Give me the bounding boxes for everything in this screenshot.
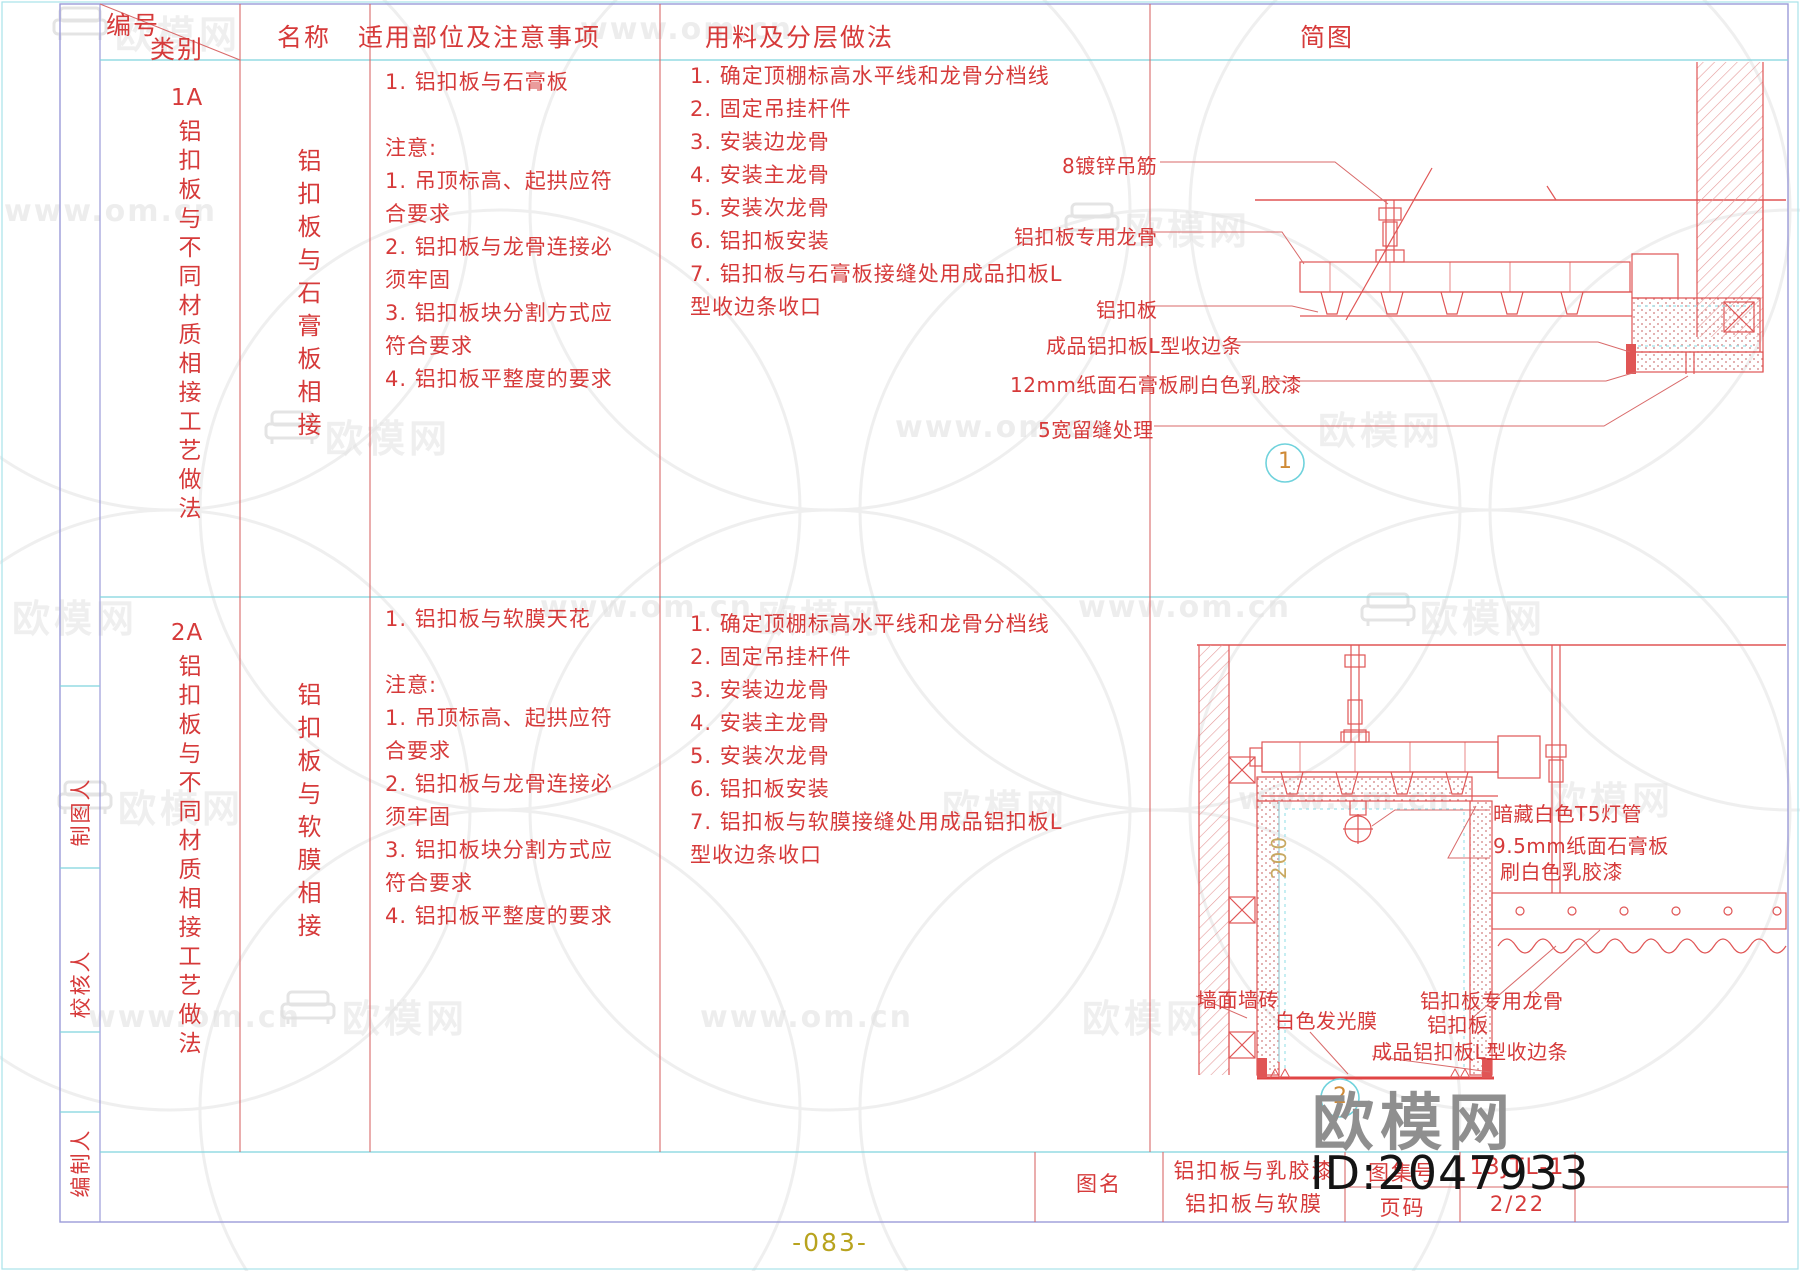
row1-name: 铝扣板与石膏板相接	[293, 148, 321, 445]
label-hanger-rod: 8镀锌吊筋	[1062, 154, 1158, 178]
footer-grid	[1034, 1152, 1788, 1222]
label-keel: 铝扣板专用龙骨	[1420, 989, 1564, 1013]
label-panel: 铝扣板	[1096, 298, 1158, 322]
table-grid-horizontal	[100, 59, 1788, 1153]
watermark-brand: 欧模网	[1548, 779, 1675, 823]
watermark-site: www.om.cn	[88, 1000, 302, 1035]
row2-notes: 1. 铝扣板与软膜天花 注意: 1. 吊顶标高、起拱应符 合要求 2. 铝扣板与…	[385, 607, 613, 928]
image-id-text: ID:2047933	[1310, 1146, 1590, 1200]
header-category: 类别	[150, 35, 205, 64]
header-name: 名称	[277, 23, 332, 52]
diagram-gypsum-leaders	[1145, 161, 1689, 427]
watermark-brand: 欧模网	[1318, 409, 1445, 453]
watermark-brand: 欧模网	[342, 997, 469, 1041]
margin-reviewer: 校核人	[69, 949, 93, 1019]
row2-method: 1. 确定顶棚标高水平线和龙骨分档线 2. 固定吊挂杆件 3. 安装边龙骨 4.…	[690, 612, 1063, 867]
diagram-gypsum-detail	[1255, 62, 1786, 374]
site-logo-text: 欧模网	[1312, 1086, 1517, 1159]
footer-page-number: 2/22	[1489, 1192, 1546, 1216]
row1-category: 铝扣板与不同材质相接工艺做法	[174, 119, 200, 525]
figure-2-circle	[1320, 1078, 1360, 1118]
label-gypsum-board: 12mm纸面石膏板刷白色乳胶漆	[1010, 373, 1302, 397]
label-seam: 5宽留缝处理	[1038, 418, 1154, 442]
row1-notes: 1. 铝扣板与石膏板 注意: 1. 吊顶标高、起拱应符 合要求 2. 铝扣板与龙…	[385, 70, 613, 391]
row1-category-cell: 1A 铝扣板与不同材质相接工艺做法	[152, 85, 222, 525]
footer-atlas-label: 图集号	[1368, 1161, 1437, 1185]
watermark-brand: 欧模网	[758, 597, 885, 641]
row2-code: 2A	[170, 620, 204, 646]
footer-title-line1: 铝扣板与乳胶漆	[1173, 1159, 1335, 1183]
label-gypsum-line2: 刷白色乳胶漆	[1500, 860, 1623, 884]
watermark-brand: 欧模网	[115, 4, 241, 59]
table-grid-vertical	[99, 3, 1151, 1152]
row2-name: 铝扣板与软膜相接	[293, 682, 321, 946]
header-notes: 适用部位及注意事项	[358, 23, 602, 52]
footer-page-label: 页码	[1379, 1196, 1426, 1220]
label-keel: 铝扣板专用龙骨	[1014, 225, 1158, 249]
diagram-softfilm-detail	[1197, 644, 1787, 1080]
figure-1-circle	[1265, 443, 1305, 483]
label-panel: 铝扣板	[1427, 1013, 1489, 1037]
margin-compiler: 编制人	[69, 1128, 93, 1198]
label-edge-trim: 成品铝扣板L型收边条	[1046, 334, 1243, 358]
watermark-site: www.om.cn	[540, 590, 754, 625]
watermark-brand: 欧模网	[325, 417, 452, 461]
watermark-brand: 欧模网	[118, 787, 245, 831]
label-luminous-film: 白色发光膜	[1275, 1009, 1378, 1033]
figure-2-number: 2	[1333, 1084, 1347, 1109]
diagram-softfilm-leaders	[1195, 805, 1601, 1075]
watermark-site: www.om.cn	[1078, 590, 1292, 625]
header-method: 用料及分层做法	[705, 23, 895, 52]
margin-drafter: 制图人	[69, 777, 93, 847]
watermark-brand: 欧模网	[1082, 997, 1209, 1041]
row1-code: 1A	[170, 85, 204, 111]
margin-cell-lines	[60, 685, 100, 1113]
label-gypsum-line1: 9.5mm纸面石膏板	[1493, 834, 1669, 858]
label-t5-lamp: 暗藏白色T5灯管	[1493, 802, 1642, 826]
footer-name-label: 图名	[1076, 1172, 1122, 1196]
figure-1-number: 1	[1278, 449, 1292, 474]
watermark-brand: 欧模网	[12, 597, 139, 641]
row1-method: 1. 确定顶棚标高水平线和龙骨分档线 2. 固定吊挂杆件 3. 安装边龙骨 4.…	[690, 64, 1063, 319]
footer-title-line2: 铝扣板与软膜	[1185, 1192, 1323, 1216]
row2-category: 铝扣板与不同材质相接工艺做法	[174, 654, 200, 1060]
watermark-brand: 欧模网	[1125, 209, 1252, 253]
label-wall-tile: 墙面墙砖	[1197, 988, 1279, 1012]
watermark-site: www.om.cn	[700, 1000, 914, 1035]
watermark-site: www.om.cn	[580, 12, 794, 47]
watermark-brand: 欧模网	[1420, 597, 1547, 641]
watermark-brand: 欧模网	[942, 787, 1069, 831]
watermark-site: www.om.cn	[4, 194, 218, 229]
dimension-200: 200	[1267, 834, 1291, 880]
header-id: 编号	[106, 11, 161, 40]
footer-atlas-number: 13JTL-1	[1469, 1155, 1566, 1180]
header-diagram: 简图	[1300, 23, 1355, 52]
sheet-page-number: -083-	[792, 1228, 868, 1257]
row2-category-cell: 2A 铝扣板与不同材质相接工艺做法	[152, 620, 222, 1060]
label-edge-trim: 成品铝扣板L型收边条	[1372, 1040, 1569, 1064]
watermark-site: www.om.cn	[895, 410, 1109, 445]
